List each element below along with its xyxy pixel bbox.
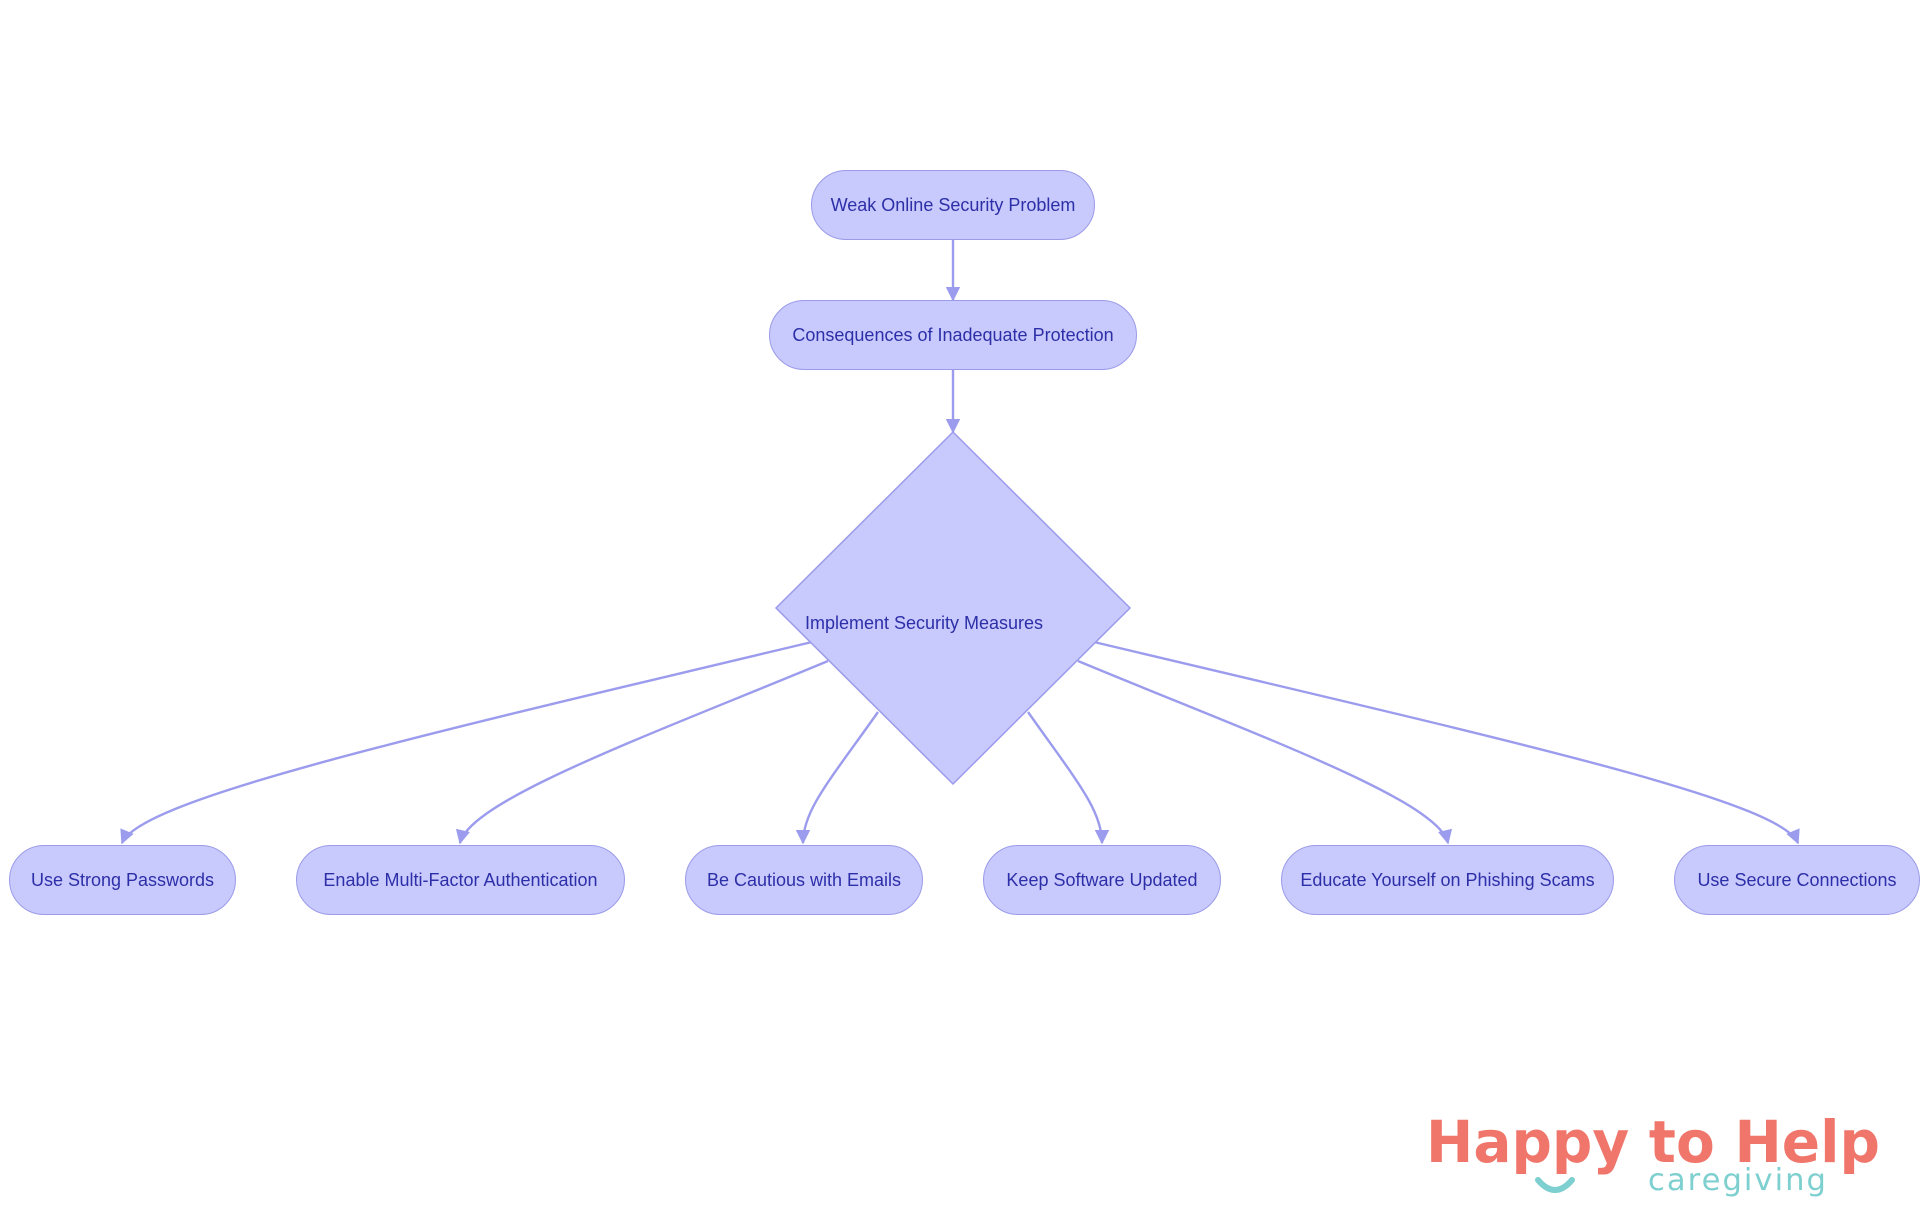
edge-decision-passwords (120, 640, 813, 845)
node-consequences-of-inadequate-protection[interactable]: Consequences of Inadequate Protection (769, 300, 1137, 370)
edge-decision-connections (1093, 640, 1800, 845)
edge-decision-software (1027, 711, 1110, 845)
node-educate-yourself-on-phishing-scams[interactable]: Educate Yourself on Phishing Scams (1281, 845, 1614, 915)
node-label: Enable Multi-Factor Authentication (323, 869, 598, 890)
happy-to-help-logo: Happy to Help caregiving (1426, 1108, 1880, 1198)
edge-decision-phishing (1077, 659, 1453, 845)
node-label: Use Secure Connections (1697, 869, 1897, 890)
node-label: Be Cautious with Emails (706, 869, 902, 890)
node-be-cautious-with-emails[interactable]: Be Cautious with Emails (685, 845, 923, 915)
node-label: Weak Online Security Problem (830, 194, 1076, 215)
node-label: Consequences of Inadequate Protection (792, 324, 1114, 345)
node-label: Keep Software Updated (1006, 869, 1198, 890)
smile-icon (1535, 1177, 1575, 1193)
node-use-strong-passwords[interactable]: Use Strong Passwords (9, 845, 236, 915)
node-label: Educate Yourself on Phishing Scams (1300, 869, 1595, 890)
logo-wordmark: Happy to Help (1426, 1108, 1880, 1176)
edge-decision-emails (795, 711, 879, 845)
node-weak-online-security-problem[interactable]: Weak Online Security Problem (811, 170, 1095, 240)
node-use-secure-connections[interactable]: Use Secure Connections (1674, 845, 1920, 915)
logo-tagline: caregiving (1648, 1163, 1828, 1198)
node-enable-multi-factor-authentication[interactable]: Enable Multi-Factor Authentication (296, 845, 625, 915)
node-keep-software-updated[interactable]: Keep Software Updated (983, 845, 1221, 915)
node-label: Use Strong Passwords (30, 869, 215, 890)
decision-diamond[interactable] (774, 430, 1132, 786)
edge-decision-mfa (455, 659, 829, 845)
